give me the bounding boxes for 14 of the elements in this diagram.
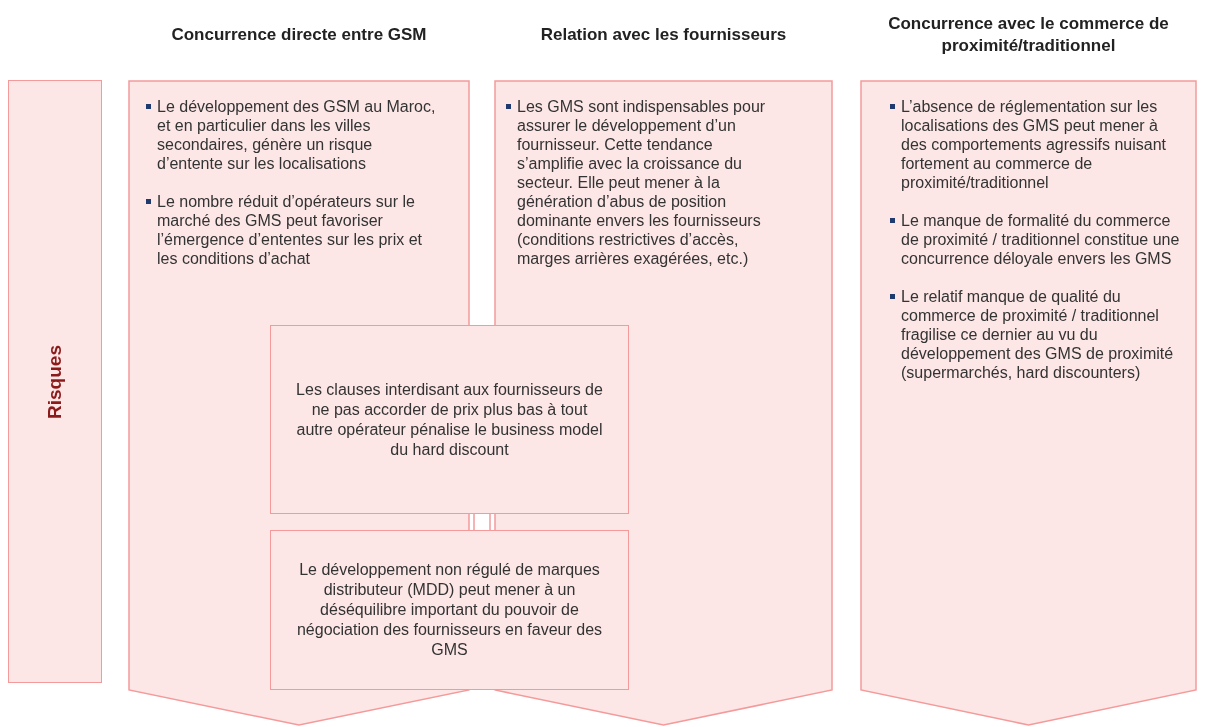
column-heading: Relation avec les fournisseurs xyxy=(540,24,787,46)
row-heading: Risques xyxy=(44,344,66,419)
column-heading: Concurrence directe entre GSM xyxy=(171,24,427,46)
bullet-text: L’absence de réglementation sur les localisations des GMS peut mener à des comportements agressifs nuisant fortement au commerce de proximité/traditionnel xyxy=(901,97,1167,192)
text-box: Les clauses interdisant aux fournisseurs de ne pas accorder de prix plus bas à tout autre opérateur pénalise le business model du hard discount xyxy=(270,325,629,514)
connector xyxy=(473,513,491,531)
column-heading: Concurrence avec le commerce de proximité/traditionnel xyxy=(887,13,1170,57)
bullet-text: Le relatif manque de qualité du commerce de proximité / traditionnel fragilise ce dernier au vu du développement des GMS de proximité (supermarchés, hard discounters) xyxy=(901,287,1175,382)
bullet-text: Le nombre réduit d’opérateurs sur le marché des GMS peut favoriser l’émergence d’ententes sur les prix et les conditions d’achat xyxy=(157,192,424,268)
bullet-text: Les GMS sont indispensables pour assurer le développement d’un fournisseur. Cette tendance s’amplifie avec la croissance du secteur. Elle peut mener à la génération d’abus de position dominante envers les fournisseurs (conditions restrictives d’accès, marges arrières exagérées, etc.) xyxy=(517,97,767,268)
side-band xyxy=(8,80,102,683)
bullet-text: Le développement des GSM au Maroc, et en particulier dans les villes secondaires, génère un risque d’entente sur les localisations xyxy=(157,97,436,173)
text-box: Le développement non régulé de marques distributeur (MDD) peut mener à un déséquilibre important du pouvoir de négociation des fournisseurs en faveur des GMS xyxy=(270,530,629,690)
bullet-text: Le manque de formalité du commerce de proximité / traditionnel constitue une concurrence déloyale envers les GMS xyxy=(901,211,1181,268)
